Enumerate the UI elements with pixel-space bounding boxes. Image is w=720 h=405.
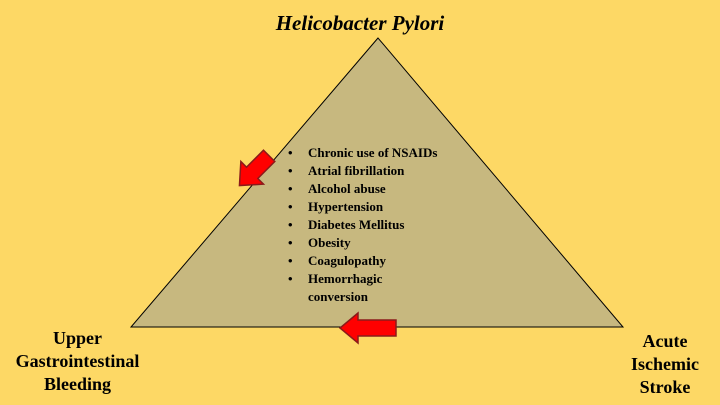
- arrow-horizontal: [338, 311, 397, 345]
- vertex-bottom-right-label: Acute Ischemic Stroke: [610, 330, 720, 399]
- vertex-bottom-right-line: Acute: [642, 331, 688, 351]
- vertex-top-label: Helicobacter Pylori: [230, 10, 490, 37]
- vertex-bottom-left-line: Gastrointestinal: [15, 351, 140, 372]
- list-item: Diabetes Mellitus: [288, 216, 437, 234]
- list-item: Chronic use of NSAIDs: [288, 144, 437, 162]
- list-item: Obesity: [288, 234, 437, 252]
- list-item: Atrial fibrillation: [288, 162, 437, 180]
- list-item: Hypertension: [288, 198, 437, 216]
- list-item: Hemorrhagic conversion: [288, 270, 428, 306]
- vertex-bottom-left-line: Upper: [53, 328, 102, 348]
- risk-factor-list: Chronic use of NSAIDs Atrial fibrillatio…: [288, 144, 437, 306]
- list-item: Alcohol abuse: [288, 180, 437, 198]
- list-item: Coagulopathy: [288, 252, 437, 270]
- arrow-diagonal: [238, 149, 276, 187]
- vertex-bottom-left-label: Upper Gastrointestinal Bleeding: [0, 327, 155, 396]
- vertex-bottom-right-line: Ischemic: [631, 354, 699, 375]
- vertex-top-text: Helicobacter Pylori: [275, 11, 445, 35]
- vertex-bottom-left-line: Bleeding: [43, 374, 111, 395]
- vertex-bottom-right-line: Stroke: [639, 377, 691, 398]
